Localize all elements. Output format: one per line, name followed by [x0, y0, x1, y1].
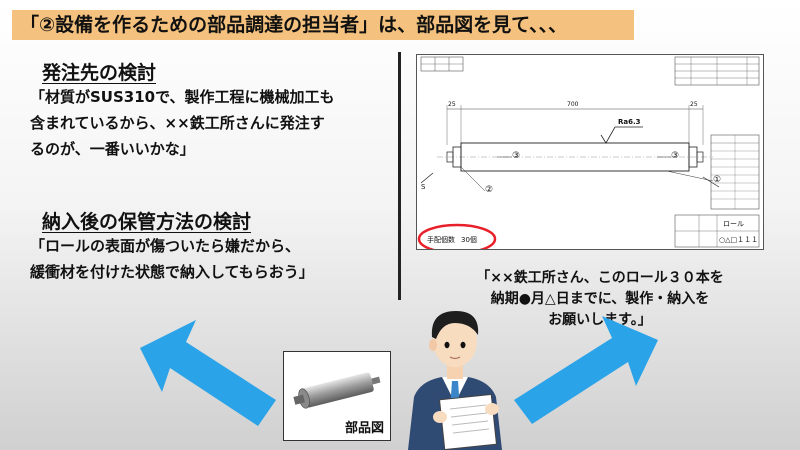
dim-length-label: 700	[567, 101, 579, 108]
part-drawing: 25 700 25 Ra6.3 ① ② ③ ③ S ロール ○△□１１１ 手配個…	[416, 54, 764, 250]
roughness-label: Ra6.3	[618, 118, 641, 126]
balloon-3-right: ③	[671, 151, 680, 161]
storage-line-1: 「ロールの表面が傷ついたら嫌だから、	[30, 237, 301, 255]
storage-method-heading: 納入後の保管方法の検討	[42, 211, 252, 233]
arrow-up-right-icon	[514, 316, 658, 424]
balloon-3-left: ③	[512, 151, 521, 161]
order-request-quote: 「××鉄工所さん、このロール３０本を 納期●月△日までに、製作・納入を お願いし…	[410, 268, 790, 331]
dim-left-label: 25	[448, 101, 456, 108]
vertical-divider	[398, 52, 401, 300]
order-line-3: るのが、一番いいかな」	[30, 140, 195, 158]
quote-line-2: 納期●月△日までに、製作・納入を	[490, 291, 710, 307]
part-drawing-card: 部品図	[283, 351, 391, 441]
storage-line-2: 緩衝材を付けた状態で納入してもらおう」	[30, 263, 314, 281]
order-line-2: 含まれているから、××鉄工所さんに発注す	[30, 114, 325, 132]
order-qty-label: 手配個数	[427, 236, 455, 244]
roller-image	[293, 372, 381, 409]
balloon-1: ①	[713, 175, 722, 185]
order-destination-text: 「材質がSUS310で、製作工程に機械加工も 含まれているから、××鉄工所さんに…	[30, 84, 335, 162]
order-destination-heading: 発注先の検討	[42, 62, 157, 84]
title-banner: 「②設備を作るための部品調達の担当者」は、部品図を見て、、、	[12, 10, 634, 40]
drawing-number: ○△□１１１	[719, 236, 759, 244]
title-block-name: ロール	[723, 220, 744, 228]
balloon-2: ②	[485, 185, 494, 195]
part-drawing-label: 部品図	[344, 421, 384, 436]
arrow-up-left-icon	[140, 320, 276, 426]
quote-line-3: お願いします。」	[548, 312, 652, 328]
dim-right-label: 25	[690, 101, 698, 108]
section-mark: S	[421, 183, 426, 191]
storage-method-text: 「ロールの表面が傷ついたら嫌だから、 緩衝材を付けた状態で納入してもらおう」	[30, 233, 314, 285]
quote-line-1: 「××鉄工所さん、このロール３０本を	[476, 270, 724, 286]
order-qty-value: 30個	[461, 236, 477, 244]
drawing-graphic	[417, 56, 760, 249]
businessman-icon	[408, 311, 502, 450]
order-line-1: 「材質がSUS310で、製作工程に機械加工も	[30, 88, 335, 106]
